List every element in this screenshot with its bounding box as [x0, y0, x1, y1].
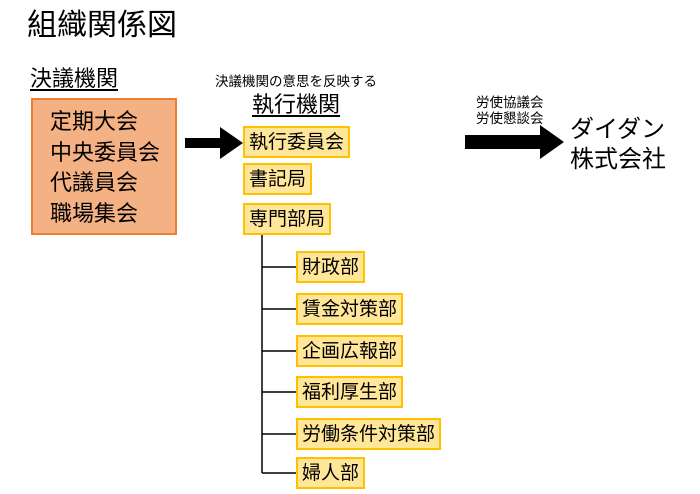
- box-executive-committee: 執行委員会: [243, 126, 351, 158]
- executive-caption: 決議機関の意思を反映する: [215, 74, 377, 90]
- box-planning-pr-dept: 企画広報部: [296, 335, 404, 367]
- company-name-line: 株式会社: [570, 145, 666, 173]
- box-finance-dept: 財政部: [296, 251, 366, 283]
- decision-item: 職場集会: [50, 201, 139, 227]
- box-working-conditions-dept: 労働条件対策部: [296, 418, 442, 450]
- box-secretariat: 書記局: [243, 163, 313, 195]
- decision-to-executive-arrow: [185, 127, 243, 159]
- box-specialized-departments: 専門部局: [243, 203, 332, 235]
- decision-item: 代議員会: [50, 171, 139, 196]
- decision-bodies-box: 定期大会 中央委員会 代議員会 職場集会: [31, 98, 177, 235]
- executive-to-company-arrow: [465, 125, 564, 159]
- page-title: 組織関係図: [27, 8, 177, 43]
- company-name-line: ダイダン: [570, 115, 666, 143]
- relation-label: 労使協議会: [476, 95, 544, 111]
- decision-item: 定期大会: [50, 110, 139, 135]
- box-womens-dept: 婦人部: [296, 457, 366, 489]
- box-welfare-dept: 福利厚生部: [296, 376, 404, 408]
- box-wage-dept: 賃金対策部: [296, 293, 404, 325]
- decision-item: 中央委員会: [50, 140, 161, 166]
- executive-heading: 執行機関: [252, 93, 341, 118]
- relation-label: 労使懇談会: [476, 111, 544, 127]
- decision-heading: 決議機関: [30, 67, 119, 92]
